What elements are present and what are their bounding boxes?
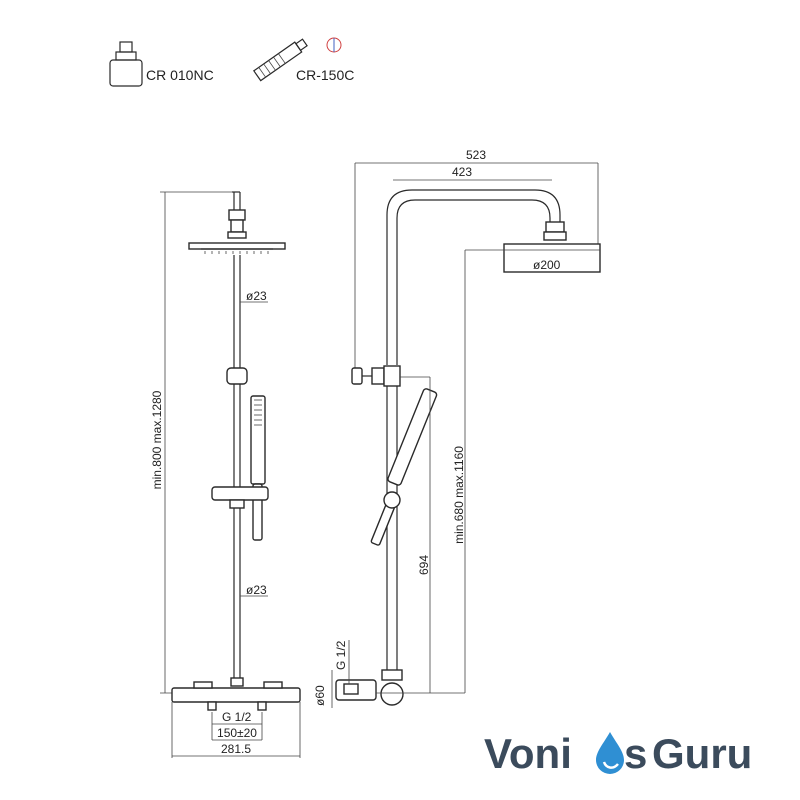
side-body-diameter-dimension: ø60 [313,685,327,706]
side-view: 523 423 ø200 min.680 max.1160 [313,148,601,708]
thermo-label: CR-150C [296,67,354,83]
front-width-dimension: 281.5 [221,742,251,756]
brand-logo: Voni s Guru [484,730,752,777]
front-tube-lower-dimension: ø23 [246,583,267,597]
front-view: min.800 max.1280 ø23 ø23 [150,191,301,758]
brand-text-1: Voni [484,730,572,777]
front-height-dimension: min.800 max.1280 [150,390,164,489]
cartridge-label: CR 010NC [146,67,214,83]
cartridge-icon [109,41,143,87]
side-head-diameter-dimension: ø200 [533,258,561,272]
front-tube-upper-dimension: ø23 [246,289,267,303]
side-total-reach-dimension: 523 [466,148,486,162]
side-height-dimension: min.680 max.1160 [452,446,466,544]
thermostatic-cartridge-icon [252,38,308,82]
side-inlet-dimension: G 1/2 [334,640,348,670]
hot-cold-icon [326,37,342,53]
brand-text-2: s [624,730,647,777]
side-arm-reach-dimension: 423 [452,165,472,179]
front-inlet-dimension: G 1/2 [222,710,252,724]
brand-text-3: Guru [652,730,752,777]
front-spacing-dimension: 150±20 [217,726,257,740]
side-lower-height-dimension: 694 [417,555,431,575]
